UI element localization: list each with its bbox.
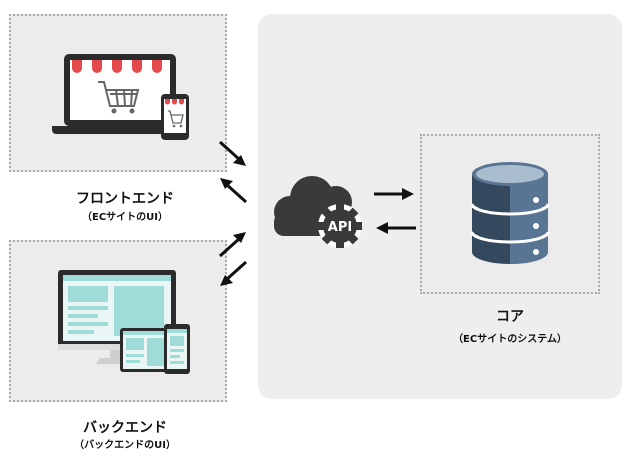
database-icon	[470, 162, 550, 264]
backend-title: バックエンド	[83, 420, 167, 436]
monitor-dashboard-icon	[58, 270, 190, 374]
api-badge-text: API	[328, 220, 352, 235]
core-title: コア	[496, 309, 524, 325]
arrow-api-to-frontend	[220, 178, 248, 204]
phone-cart-icon	[161, 94, 189, 140]
backend-subtitle: （バックエンドのUI）	[74, 440, 176, 451]
arrow-api-to-backend	[220, 260, 248, 286]
frontend-title: フロントエンド	[76, 191, 174, 207]
arrow-frontend-to-api	[218, 140, 246, 166]
arrow-core-to-api	[376, 222, 416, 234]
core-subtitle: （ECサイトのシステム）	[453, 334, 567, 345]
laptop-cart-icon	[52, 54, 188, 134]
arrow-backend-to-api	[218, 232, 246, 258]
frontend-subtitle: （ECサイトのUI）	[81, 212, 168, 223]
arrow-api-to-core	[374, 188, 414, 200]
cloud-api-icon: API	[274, 176, 362, 248]
